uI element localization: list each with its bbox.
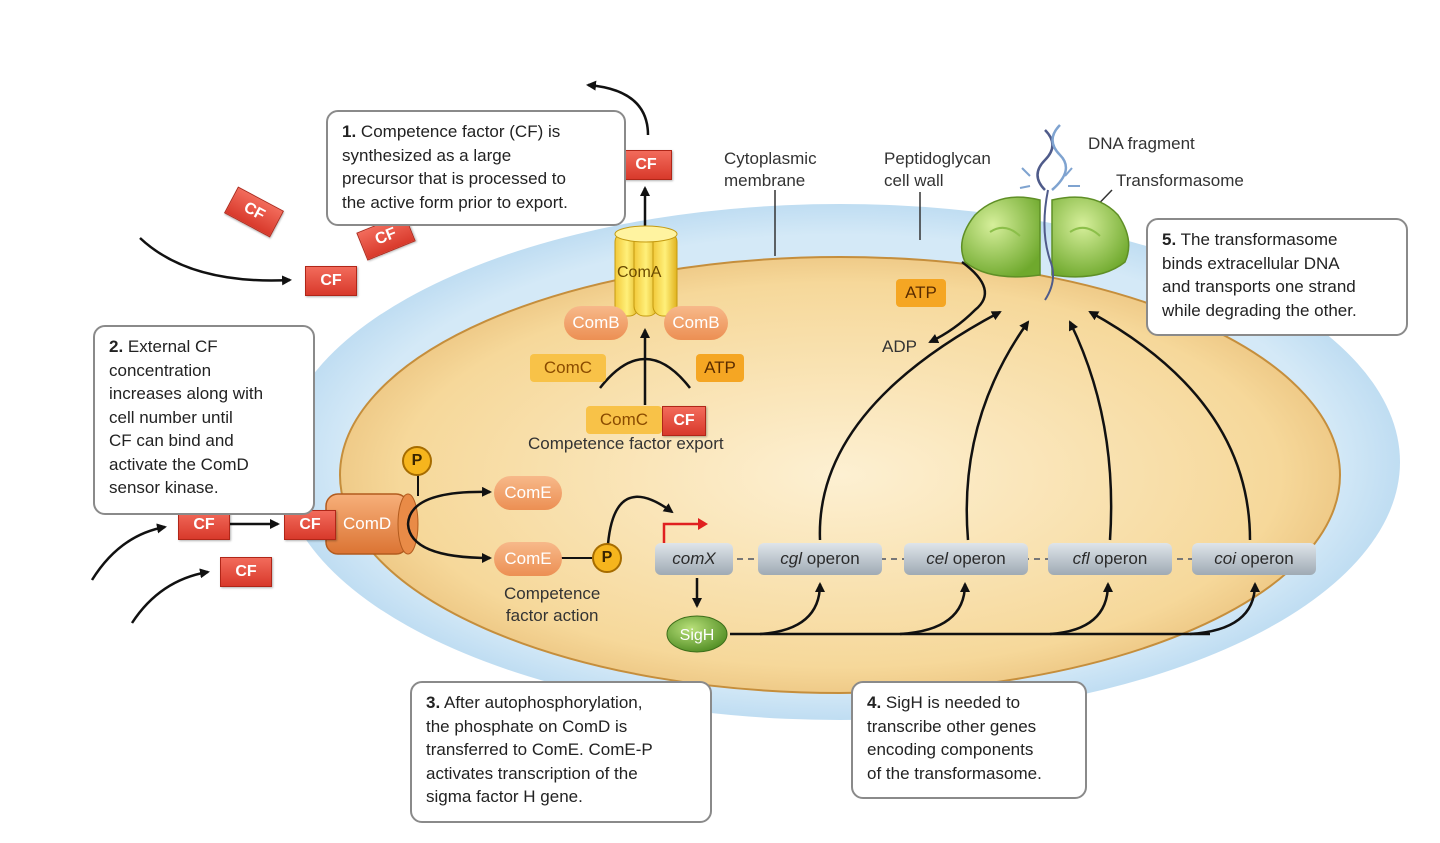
step-5-box: 5. The transformasome binds extracellula…: [1146, 218, 1408, 336]
cytoplasmic-membrane-label: Cytoplasmic membrane: [724, 149, 817, 190]
transformasome-label: Transformasome: [1116, 171, 1244, 190]
cf-precursor: CF: [662, 406, 706, 436]
comd-to-come-arrow: [406, 486, 492, 525]
step-3-box: 3. After autophosphorylation, the phosph…: [410, 681, 712, 823]
cfl-to-transformasome: [1068, 320, 1113, 541]
come-protein: ComE: [494, 476, 562, 510]
cel-to-transformasome: [965, 320, 1030, 541]
operon-cfl: cfl operon: [1048, 543, 1172, 575]
operon-coi: coi operon: [1192, 543, 1316, 575]
competence-factor-action-label: Competence factor action: [504, 584, 601, 625]
step-1-box: 1. Competence factor (CF) is synthesized…: [326, 110, 626, 226]
cf-bound-to-comd: CF: [284, 510, 336, 540]
step-2-box: 2. External CF concentration increases a…: [93, 325, 315, 515]
dna-fragment-label: DNA fragment: [1088, 134, 1195, 153]
promoter-icon: [662, 522, 700, 548]
step-4-box: 4. SigH is needed to transcribe other ge…: [851, 681, 1087, 799]
adp-label: ADP: [882, 337, 917, 356]
peptidoglycan-label: Peptidoglycan cell wall: [884, 149, 991, 190]
operon-cel: cel operon: [904, 543, 1028, 575]
comc-precursor: ComC: [586, 406, 662, 434]
come-p-protein: ComE: [494, 542, 562, 576]
comep-to-comx-arrow: [606, 495, 674, 545]
coi-to-transformasome: [1088, 310, 1252, 541]
sigh-to-cgl: [759, 582, 825, 636]
cf-arrow-top: [139, 237, 292, 286]
coma-label: ComA: [617, 264, 662, 281]
gene-comx: comX: [655, 543, 733, 575]
cf-molecule: CF: [305, 266, 357, 296]
sigh-protein: [666, 615, 728, 653]
comb-right: ComB: [664, 306, 728, 340]
step-number: 2.: [109, 337, 124, 356]
cgl-to-transformasome: [818, 310, 1002, 541]
step-number: 1.: [342, 122, 357, 141]
atp-transformasome: ATP: [896, 279, 946, 307]
cf-arrow-left-1: [90, 523, 167, 581]
export-arrow-out: [586, 80, 650, 136]
comc-protein: ComC: [530, 354, 606, 382]
sigh-to-cfl: [1049, 582, 1113, 636]
phosphate-comd: P: [402, 446, 432, 476]
atp-export: ATP: [696, 354, 744, 382]
comb-left: ComB: [564, 306, 628, 340]
sigh-to-cel: [899, 582, 970, 636]
operon-cgl: cgl operon: [758, 543, 882, 575]
sigh-to-coi: [1189, 582, 1260, 636]
step-number: 3.: [426, 693, 441, 712]
phosphate-come: P: [592, 543, 622, 573]
dna-fragment: [1019, 124, 1080, 301]
step-number: 5.: [1162, 230, 1177, 249]
sigh-label: SigH: [680, 627, 715, 644]
cf-exported: CF: [620, 150, 672, 180]
atp-to-adp-arrow: [928, 260, 987, 344]
competence-factor-export-label: Competence factor export: [528, 434, 724, 453]
comd-label: ComD: [343, 514, 392, 533]
cf-arrow-left-2: [130, 568, 210, 624]
cf-molecule: CF: [178, 510, 230, 540]
step-number: 4.: [867, 693, 882, 712]
transformasome: [960, 196, 1130, 278]
comd-to-comep-arrow: [406, 523, 492, 563]
cf-molecule: CF: [220, 557, 272, 587]
comc-atp-curve: [599, 357, 691, 389]
